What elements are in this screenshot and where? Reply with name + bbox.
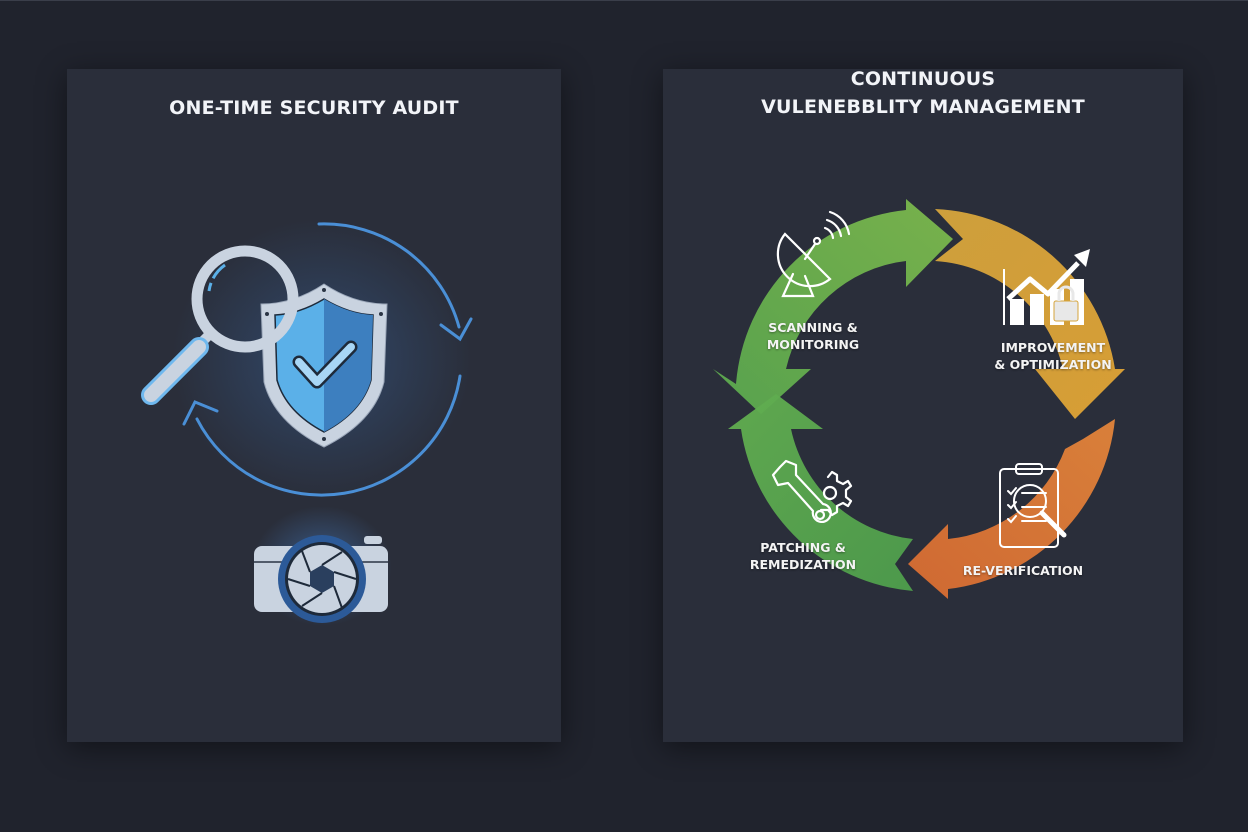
magnifier-icon [141, 245, 299, 405]
patching-arrow [728, 394, 913, 591]
continuous-management-panel: CONTINUOUS VULENEBBLITY MANAGEMENT [663, 68, 1183, 742]
scanning-label: SCANNING & MONITORING [766, 320, 860, 352]
top-border [0, 0, 1248, 1]
improvement-label-line2: & OPTIMIZATION [994, 357, 1112, 372]
shield-check-icon [260, 283, 388, 448]
refresh-cycle-icon [182, 222, 473, 497]
one-time-audit-panel: ONE-TIME SECURITY AUDIT [67, 69, 561, 742]
improvement-arrow [935, 209, 1125, 419]
chart-lock-icon [1003, 249, 1090, 325]
improvement-label-line1: IMPROVEMENT [1000, 340, 1106, 355]
camera-shutter-icon [254, 535, 388, 623]
patching-label-line1: PATCHING & [760, 540, 846, 555]
clipboard-search-icon [999, 463, 1067, 548]
satellite-dish-icon [776, 210, 851, 298]
reverification-arrow [908, 419, 1115, 599]
reverification-label: RE-VERIFICATION [962, 563, 1084, 578]
panel-title-line1: CONTINUOUS [850, 68, 996, 90]
wrench-gear-icon [771, 459, 853, 523]
cycle-diagram [713, 199, 1125, 599]
panel-title: ONE-TIME SECURITY AUDIT [169, 97, 459, 119]
panel-title-line2: VULENEBBLITY MANAGEMENT [761, 96, 1085, 118]
patching-label-line2: REMEDIZATION [749, 557, 857, 572]
scanning-arrow [713, 199, 953, 414]
